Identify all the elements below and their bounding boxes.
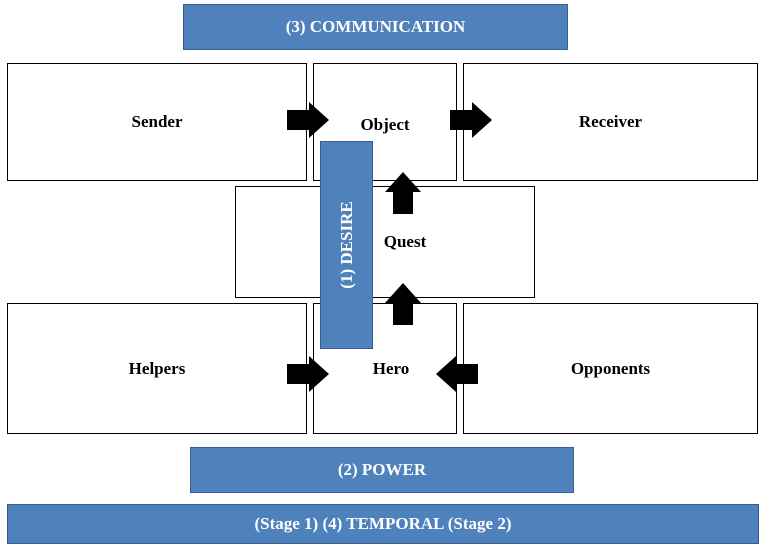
- receiver-box: Receiver: [463, 63, 758, 181]
- opponents-to-hero-arrow-icon: [436, 356, 478, 392]
- helpers-label: Helpers: [128, 358, 186, 378]
- temporal-band: (Stage 1) (4) TEMPORAL (Stage 2): [7, 504, 759, 544]
- sender-box: Sender: [7, 63, 307, 181]
- object-label: Object: [360, 115, 410, 134]
- receiver-label: Receiver: [578, 112, 643, 131]
- object-to-receiver-arrow-icon: [450, 102, 492, 138]
- hero-to-quest-arrow-icon: [385, 283, 421, 325]
- communication-band: (3) COMMUNICATION: [183, 4, 568, 50]
- sender-label: Sender: [131, 112, 183, 131]
- quest-label: Quest: [383, 232, 427, 251]
- communication-label: (3) COMMUNICATION: [285, 17, 466, 36]
- helpers-box: Helpers: [7, 303, 307, 434]
- power-band: (2) POWER: [190, 447, 574, 493]
- power-label: (2) POWER: [337, 460, 427, 479]
- quest-to-object-arrow-icon: [385, 172, 421, 214]
- quest-box: Quest: [235, 186, 535, 298]
- temporal-label: (Stage 1) (4) TEMPORAL (Stage 2): [254, 514, 512, 533]
- desire-label: (1) DESIRE: [336, 201, 356, 289]
- helpers-to-hero-arrow-icon: [287, 356, 329, 392]
- hero-label: Hero: [372, 358, 410, 378]
- sender-to-object-arrow-icon: [287, 102, 329, 138]
- desire-band: (1) DESIRE: [320, 141, 373, 349]
- opponents-label: Opponents: [570, 358, 651, 378]
- opponents-box: Opponents: [463, 303, 758, 434]
